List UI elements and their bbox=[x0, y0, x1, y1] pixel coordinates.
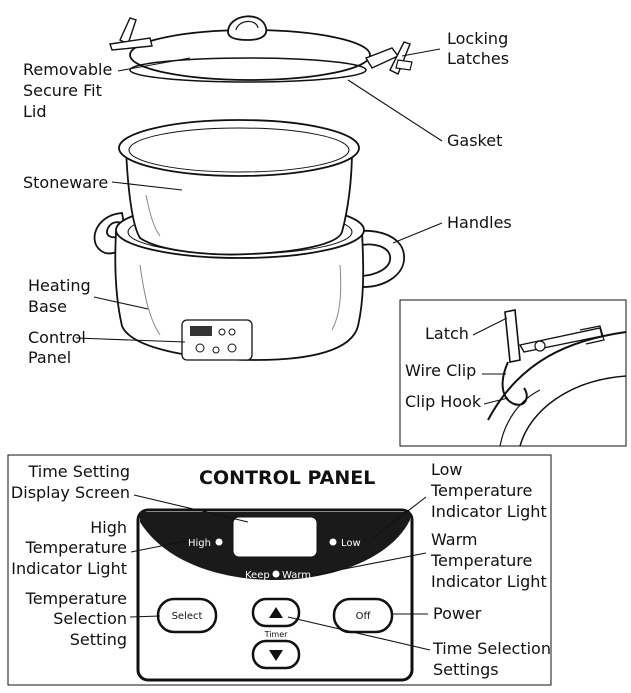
heating-base-label-1: Heating bbox=[28, 276, 91, 295]
latch-label: Latch bbox=[425, 324, 469, 343]
high-light-label-2: Temperature bbox=[25, 538, 127, 557]
clip-hook-label: Clip Hook bbox=[405, 392, 482, 411]
high-light-label-1: High bbox=[90, 518, 127, 537]
time-display-screen bbox=[232, 516, 318, 558]
up-arrow-icon bbox=[269, 607, 283, 618]
high-text: High bbox=[188, 538, 211, 549]
latches-label-2: Latches bbox=[447, 49, 509, 68]
timer-down-button[interactable] bbox=[251, 639, 301, 670]
low-light-label-3: Indicator Light bbox=[431, 502, 547, 521]
keep-text: Keep bbox=[245, 570, 270, 581]
control-panel-face: High Low Keep Warm Select Off Timer bbox=[136, 508, 414, 682]
time-display-label-1: Time Setting bbox=[27, 462, 130, 481]
high-light-label-3: Indicator Light bbox=[11, 559, 127, 578]
latches-label-1: Locking bbox=[447, 29, 508, 48]
low-light-label-2: Temperature bbox=[430, 481, 532, 500]
low-light-label-1: Low bbox=[431, 460, 463, 479]
down-arrow-icon bbox=[269, 650, 283, 661]
warm-text: Warm bbox=[282, 570, 311, 581]
control-panel-label-2: Panel bbox=[28, 348, 71, 367]
select-button-label: Select bbox=[172, 611, 203, 622]
latch-detail-inset bbox=[399, 299, 627, 447]
lid-label-1: Removable bbox=[23, 60, 112, 79]
stoneware bbox=[118, 119, 360, 256]
warm-indicator-dot bbox=[272, 570, 280, 578]
timer-text: Timer bbox=[264, 630, 289, 639]
lid bbox=[109, 15, 413, 83]
select-button[interactable]: Select bbox=[156, 597, 218, 634]
time-select-label-1: Time Selection bbox=[432, 639, 551, 658]
wire-clip-label: Wire Clip bbox=[405, 361, 476, 380]
low-indicator-dot bbox=[329, 538, 337, 546]
time-display-label-2: Display Screen bbox=[11, 483, 130, 502]
temp-select-label-1: Temperature bbox=[25, 589, 127, 608]
gasket-ring bbox=[129, 57, 367, 83]
heating-base-label-2: Base bbox=[28, 297, 67, 316]
slow-cooker-illustration bbox=[75, 15, 443, 361]
gasket-label: Gasket bbox=[447, 131, 502, 150]
lid-label-2: Secure Fit bbox=[23, 81, 102, 100]
high-indicator-dot bbox=[215, 538, 223, 546]
control-panel-label-1: Control bbox=[28, 328, 86, 347]
control-panel-title: CONTROL PANEL bbox=[199, 467, 375, 489]
temp-select-label-2: Selection bbox=[53, 609, 127, 628]
lid-label-3: Lid bbox=[23, 102, 47, 121]
off-button-label: Off bbox=[356, 611, 372, 622]
timer-up-button[interactable] bbox=[251, 597, 301, 628]
low-text: Low bbox=[341, 538, 361, 549]
temp-select-label-3: Setting bbox=[70, 630, 127, 649]
off-button[interactable]: Off bbox=[332, 597, 394, 634]
handles-label: Handles bbox=[447, 213, 512, 232]
time-select-label-2: Settings bbox=[433, 660, 499, 679]
warm-light-label-2: Temperature bbox=[430, 551, 532, 570]
stoneware-label: Stoneware bbox=[23, 173, 108, 192]
warm-light-label-1: Warm bbox=[431, 530, 477, 549]
power-label: Power bbox=[433, 604, 482, 623]
warm-light-label-3: Indicator Light bbox=[431, 572, 547, 591]
